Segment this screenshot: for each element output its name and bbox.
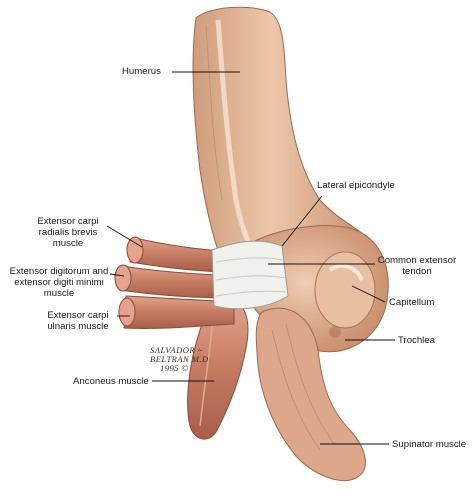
label-supinator: Supinator muscle [392,439,467,450]
label-ecrb: Extensor carpi radialis brevis muscle [24,216,112,249]
label-common-extensor-tendon: Common extensor tendon [376,255,458,277]
label-line: Extensor carpi [37,216,99,227]
label-line: Extensor carpi [47,310,109,321]
ecu-muscle [118,295,235,330]
label-edc: Extensor digitorum and extensor digiti m… [2,266,116,299]
label-line: Common extensor [377,255,457,266]
label-lateral-epicondyle: Lateral epicondyle [317,180,395,191]
capitellum [314,251,376,329]
label-line: ulnaris muscle [47,321,109,332]
label-line: tendon [402,266,432,277]
label-line: muscle [43,288,75,299]
label-ecu: Extensor carpi ulnaris muscle [40,310,116,332]
label-trochlea: Trochlea [398,335,435,346]
edc-muscle [114,264,237,299]
label-humerus: Humerus [122,66,161,77]
label-line: extensor digiti minimi [14,277,104,288]
signature-line: BELTRAN M.D [150,354,209,364]
signature-line: 1995 © [160,363,189,373]
label-line: Extensor digitorum and [9,266,109,277]
artist-signature: SALVADOR ~ BELTRAN M.D 1995 © [150,346,209,373]
label-line: radialis brevis [38,227,98,238]
label-line: muscle [52,238,84,249]
leader-lines [106,71,395,445]
label-anconeus: Anconeus muscle [73,376,149,387]
ecrb-muscle [126,236,237,273]
label-capitellum: Capitellum [389,297,435,308]
signature-line: SALVADOR ~ [150,345,203,355]
supinator-muscle [255,307,366,482]
common-extensor-tendon [211,240,289,310]
